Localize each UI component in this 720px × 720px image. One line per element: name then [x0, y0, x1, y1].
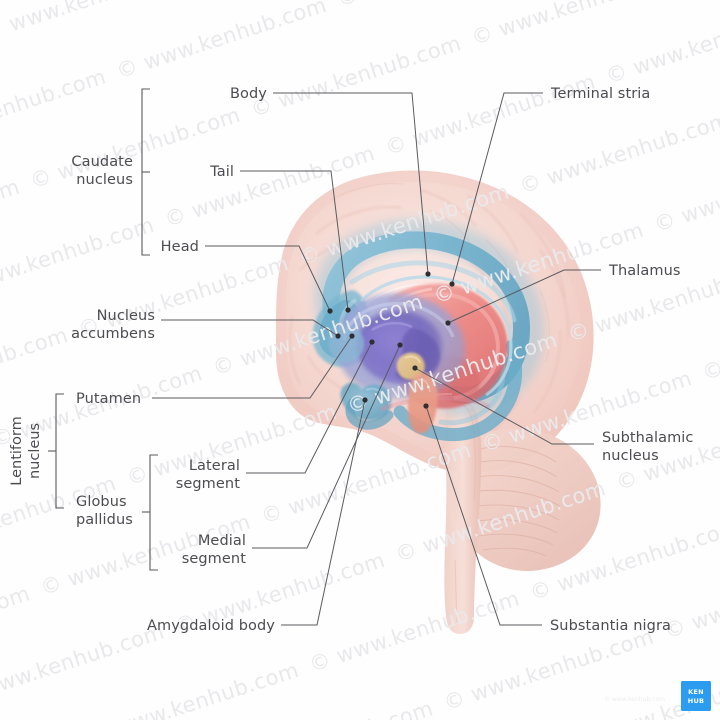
label-putamen: Putamen [76, 391, 141, 407]
leader-tail [240, 170, 349, 311]
label-amygdaloid-body: Amygdaloid body [147, 618, 275, 634]
svg-text:segment: segment [182, 551, 247, 567]
label-lateral-segment: Lateral segment [176, 458, 241, 492]
svg-text:Nucleus: Nucleus [97, 308, 155, 324]
leader-terminal-stria [451, 92, 543, 285]
svg-text:Medial: Medial [198, 533, 246, 549]
label-terminal-stria: Terminal stria [550, 86, 650, 102]
svg-text:nucleus: nucleus [602, 448, 659, 464]
kenhub-logo[interactable]: KEN HUB [681, 681, 711, 711]
leader-lateral-segment [246, 341, 373, 474]
label-head: Head [161, 239, 199, 255]
label-nucleus-accumbens: Nucleus accumbens [71, 308, 155, 342]
label-medial-segment: Medial segment [182, 533, 247, 567]
leader-head [205, 245, 331, 312]
marker-substantia-nigra [423, 403, 429, 409]
leader-subthalamic-nucleus [414, 367, 594, 445]
marker-nucleus-accumbens [335, 333, 341, 339]
label-thalamus: Thalamus [608, 263, 681, 279]
marker-head [327, 308, 333, 314]
label-caudate-nucleus: Caudate nucleus [71, 154, 133, 188]
svg-text:pallidus: pallidus [76, 512, 133, 528]
logo-box [681, 681, 711, 711]
leader-amygdaloid-body [281, 399, 366, 626]
leader-body [273, 92, 429, 275]
leader-medial-segment [252, 344, 401, 549]
leader-thalamus [447, 269, 601, 324]
svg-text:Subthalamic: Subthalamic [602, 430, 694, 446]
svg-text:Caudate: Caudate [71, 154, 133, 170]
marker-terminal-stria [449, 281, 455, 287]
svg-text:Lentiform: Lentiform [9, 416, 25, 485]
svg-text:Globus: Globus [76, 494, 127, 510]
leader-putamen [152, 335, 353, 399]
leader-substantia-nigra [425, 405, 542, 626]
marker-thalamus [445, 320, 451, 326]
subthalamic-nucleus [396, 352, 425, 380]
svg-text:Lateral: Lateral [189, 458, 240, 474]
label-tail: Tail [209, 164, 234, 180]
label-body: Body [230, 86, 267, 102]
marker-medial-segment [397, 342, 403, 348]
marker-body [425, 271, 431, 277]
label-lentiform-nucleus: Lentiform nucleus [9, 416, 43, 485]
svg-text:accumbens: accumbens [71, 326, 155, 342]
logo-line-2: HUB [688, 697, 705, 705]
svg-text:nucleus: nucleus [76, 172, 133, 188]
leader-nucleus-accumbens [161, 319, 339, 337]
svg-text:nucleus: nucleus [27, 423, 43, 479]
marker-lateral-segment [369, 339, 375, 345]
label-globus-pallidus: Globus pallidus [76, 494, 133, 528]
label-substantia-nigra: Substantia nigra [550, 618, 671, 634]
marker-subthalamic-nucleus [412, 365, 418, 371]
label-subthalamic-nucleus: Subthalamic nucleus [602, 430, 694, 464]
marker-amygdaloid-body [362, 397, 368, 403]
credit-text: © www.kenhub.com [604, 696, 665, 703]
svg-text:segment: segment [176, 476, 241, 492]
marker-tail [345, 307, 351, 313]
marker-putamen [349, 333, 355, 339]
logo-line-1: KEN [688, 688, 704, 696]
